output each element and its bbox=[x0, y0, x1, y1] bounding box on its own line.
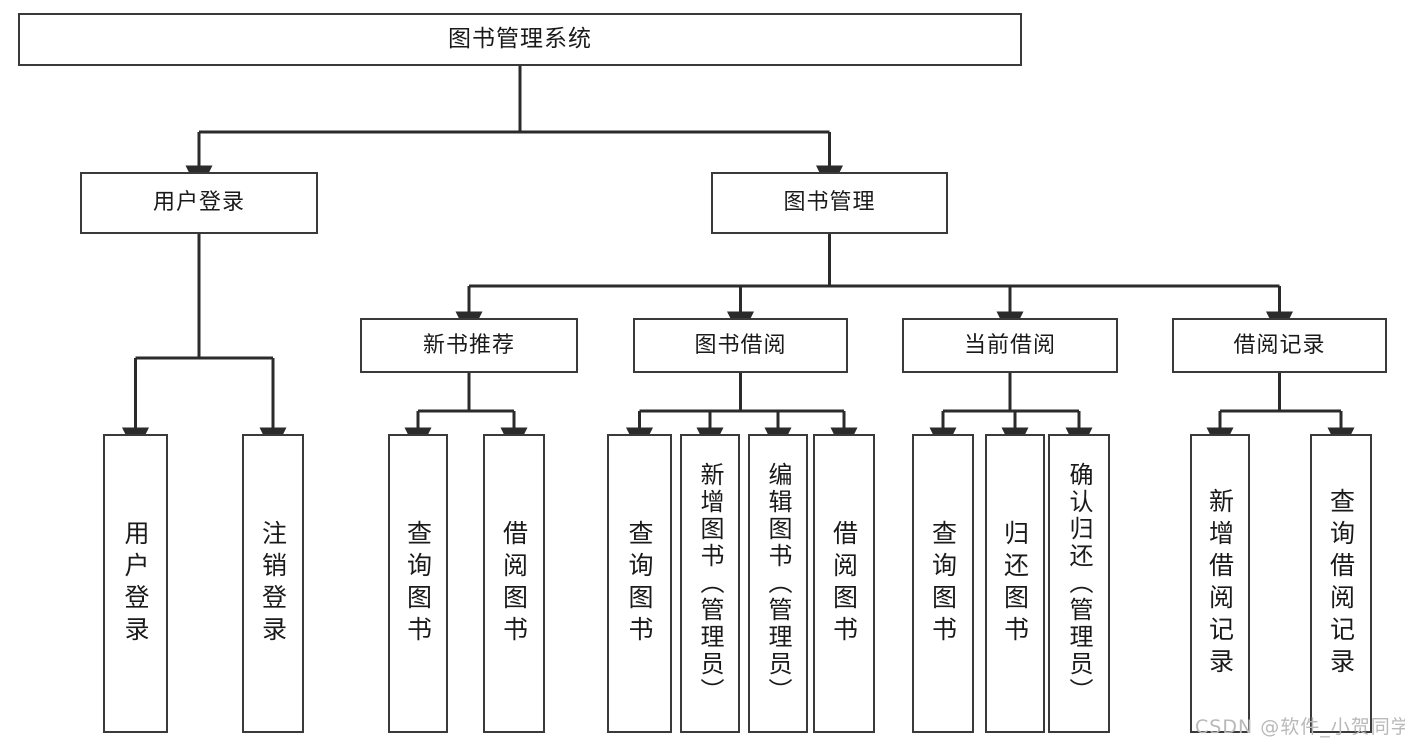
node-label-leaf-query-book-current: 查询图书 bbox=[928, 519, 958, 648]
node-leaf-return-book[interactable]: 归还图书 bbox=[985, 434, 1045, 733]
node-label-leaf-add-book: 新增图书（管理员） bbox=[696, 462, 724, 705]
node-leaf-add-book[interactable]: 新增图书（管理员） bbox=[680, 434, 740, 733]
node-label-leaf-confirm-return: 确认归还（管理员） bbox=[1065, 462, 1093, 705]
watermark-text: CSDN @软件_小贺同学 bbox=[1195, 716, 1405, 738]
node-label-root: 图书管理系统 bbox=[448, 26, 592, 53]
node-label-leaf-query-borrow-record: 查询借阅记录 bbox=[1326, 487, 1356, 680]
node-label-leaf-query-book-recommend: 查询图书 bbox=[403, 519, 433, 648]
node-leaf-query-book-current[interactable]: 查询图书 bbox=[912, 434, 974, 733]
node-label-borrow-record: 借阅记录 bbox=[1233, 332, 1326, 358]
node-leaf-edit-book[interactable]: 编辑图书（管理员） bbox=[748, 434, 808, 733]
node-leaf-borrow-book-recommend[interactable]: 借阅图书 bbox=[483, 434, 545, 733]
node-user-login[interactable]: 用户登录 bbox=[80, 172, 318, 234]
node-leaf-query-borrow-record[interactable]: 查询借阅记录 bbox=[1310, 434, 1372, 733]
node-leaf-user-logout[interactable]: 注销登录 bbox=[242, 434, 304, 733]
node-leaf-borrow-book[interactable]: 借阅图书 bbox=[813, 434, 875, 733]
connector-lines bbox=[122, 66, 1355, 455]
node-label-user-login: 用户登录 bbox=[152, 190, 245, 216]
node-label-leaf-add-borrow-record: 新增借阅记录 bbox=[1205, 487, 1235, 680]
node-label-leaf-user-login: 用户登录 bbox=[121, 519, 150, 648]
node-label-leaf-user-logout: 注销登录 bbox=[258, 519, 288, 648]
node-root[interactable]: 图书管理系统 bbox=[18, 13, 1022, 66]
node-leaf-query-book-borrow[interactable]: 查询图书 bbox=[607, 434, 672, 733]
node-leaf-confirm-return[interactable]: 确认归还（管理员） bbox=[1048, 434, 1110, 733]
node-book-management[interactable]: 图书管理 bbox=[711, 172, 948, 234]
node-book-borrow[interactable]: 图书借阅 bbox=[633, 318, 848, 373]
node-label-leaf-borrow-book-recommend: 借阅图书 bbox=[499, 519, 529, 648]
node-new-book-recommend[interactable]: 新书推荐 bbox=[360, 318, 578, 373]
node-borrow-record[interactable]: 借阅记录 bbox=[1172, 318, 1387, 373]
node-label-leaf-return-book: 归还图书 bbox=[1000, 519, 1030, 648]
node-leaf-user-login[interactable]: 用户登录 bbox=[103, 434, 168, 733]
node-current-borrow[interactable]: 当前借阅 bbox=[902, 318, 1118, 373]
node-leaf-query-book-recommend[interactable]: 查询图书 bbox=[388, 434, 448, 733]
node-label-book-borrow: 图书借阅 bbox=[694, 332, 787, 358]
node-label-current-borrow: 当前借阅 bbox=[963, 332, 1056, 358]
node-label-book-management: 图书管理 bbox=[783, 190, 876, 216]
node-label-leaf-query-book-borrow: 查询图书 bbox=[625, 519, 654, 648]
node-label-leaf-borrow-book: 借阅图书 bbox=[829, 519, 859, 648]
node-leaf-add-borrow-record[interactable]: 新增借阅记录 bbox=[1190, 434, 1250, 733]
node-label-leaf-edit-book: 编辑图书（管理员） bbox=[764, 462, 792, 705]
node-label-new-book-recommend: 新书推荐 bbox=[422, 332, 515, 358]
